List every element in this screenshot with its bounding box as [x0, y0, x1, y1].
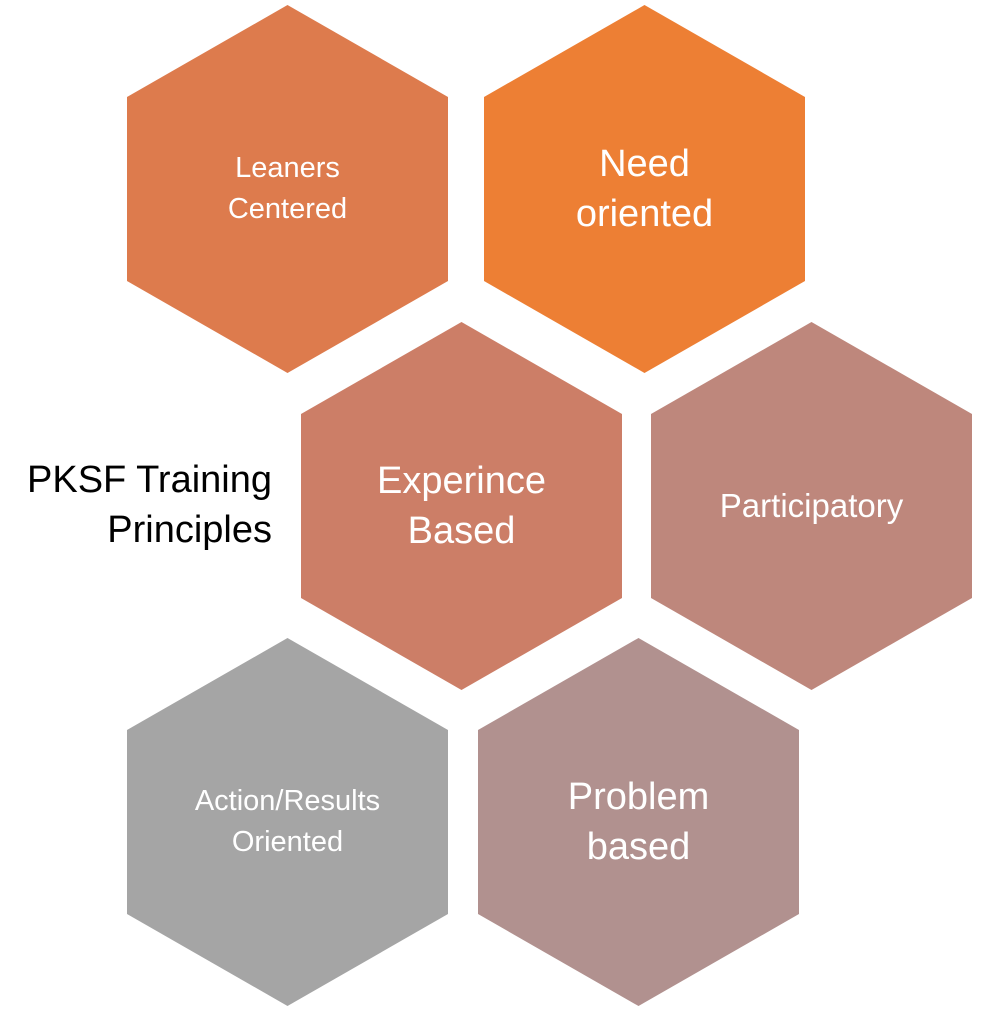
hexagon-label-line-2: oriented [575, 193, 714, 235]
hexagon-label-line-2: based [586, 826, 691, 868]
hexagon-label: Need oriented [576, 139, 713, 239]
hexagon-label-line-1: Leaners [235, 152, 340, 184]
hexagon-label: Experince Based [377, 456, 546, 556]
diagram-title-line-2: Principles [107, 509, 272, 551]
hexagon-need-oriented: Need oriented [484, 5, 805, 373]
hexagon-label-line-1: Problem [567, 776, 710, 818]
hexagon-label-line-1: Experince [377, 460, 546, 502]
hexagon-label-line-2: Based [407, 510, 516, 552]
hexagon-label-line-1: Participatory [719, 487, 904, 524]
hexagon-label-line-2: Centered [227, 193, 348, 225]
diagram-title: PKSF Training Principles [0, 455, 272, 555]
hexagon-participatory: Participatory [651, 322, 972, 690]
hexagon-label-line-2: Oriented [231, 826, 344, 858]
hexagon-label: Leaners Centered [228, 148, 347, 230]
hexagon-action-results-oriented: Action/Results Oriented [127, 638, 448, 1006]
hexagon-problem-based: Problem based [478, 638, 799, 1006]
hexagon-experince-based: Experince Based [301, 322, 622, 690]
hexagon-label: Problem based [568, 772, 710, 872]
diagram-title-line-1: PKSF Training [27, 459, 272, 501]
hexagon-leaners-centered: Leaners Centered [127, 5, 448, 373]
hexagon-label: Action/Results Oriented [195, 781, 380, 863]
hexagon-label-line-1: Action/Results [194, 785, 381, 817]
hexagon-label: Participatory [720, 484, 903, 528]
hexagon-label-line-1: Need [599, 143, 690, 185]
